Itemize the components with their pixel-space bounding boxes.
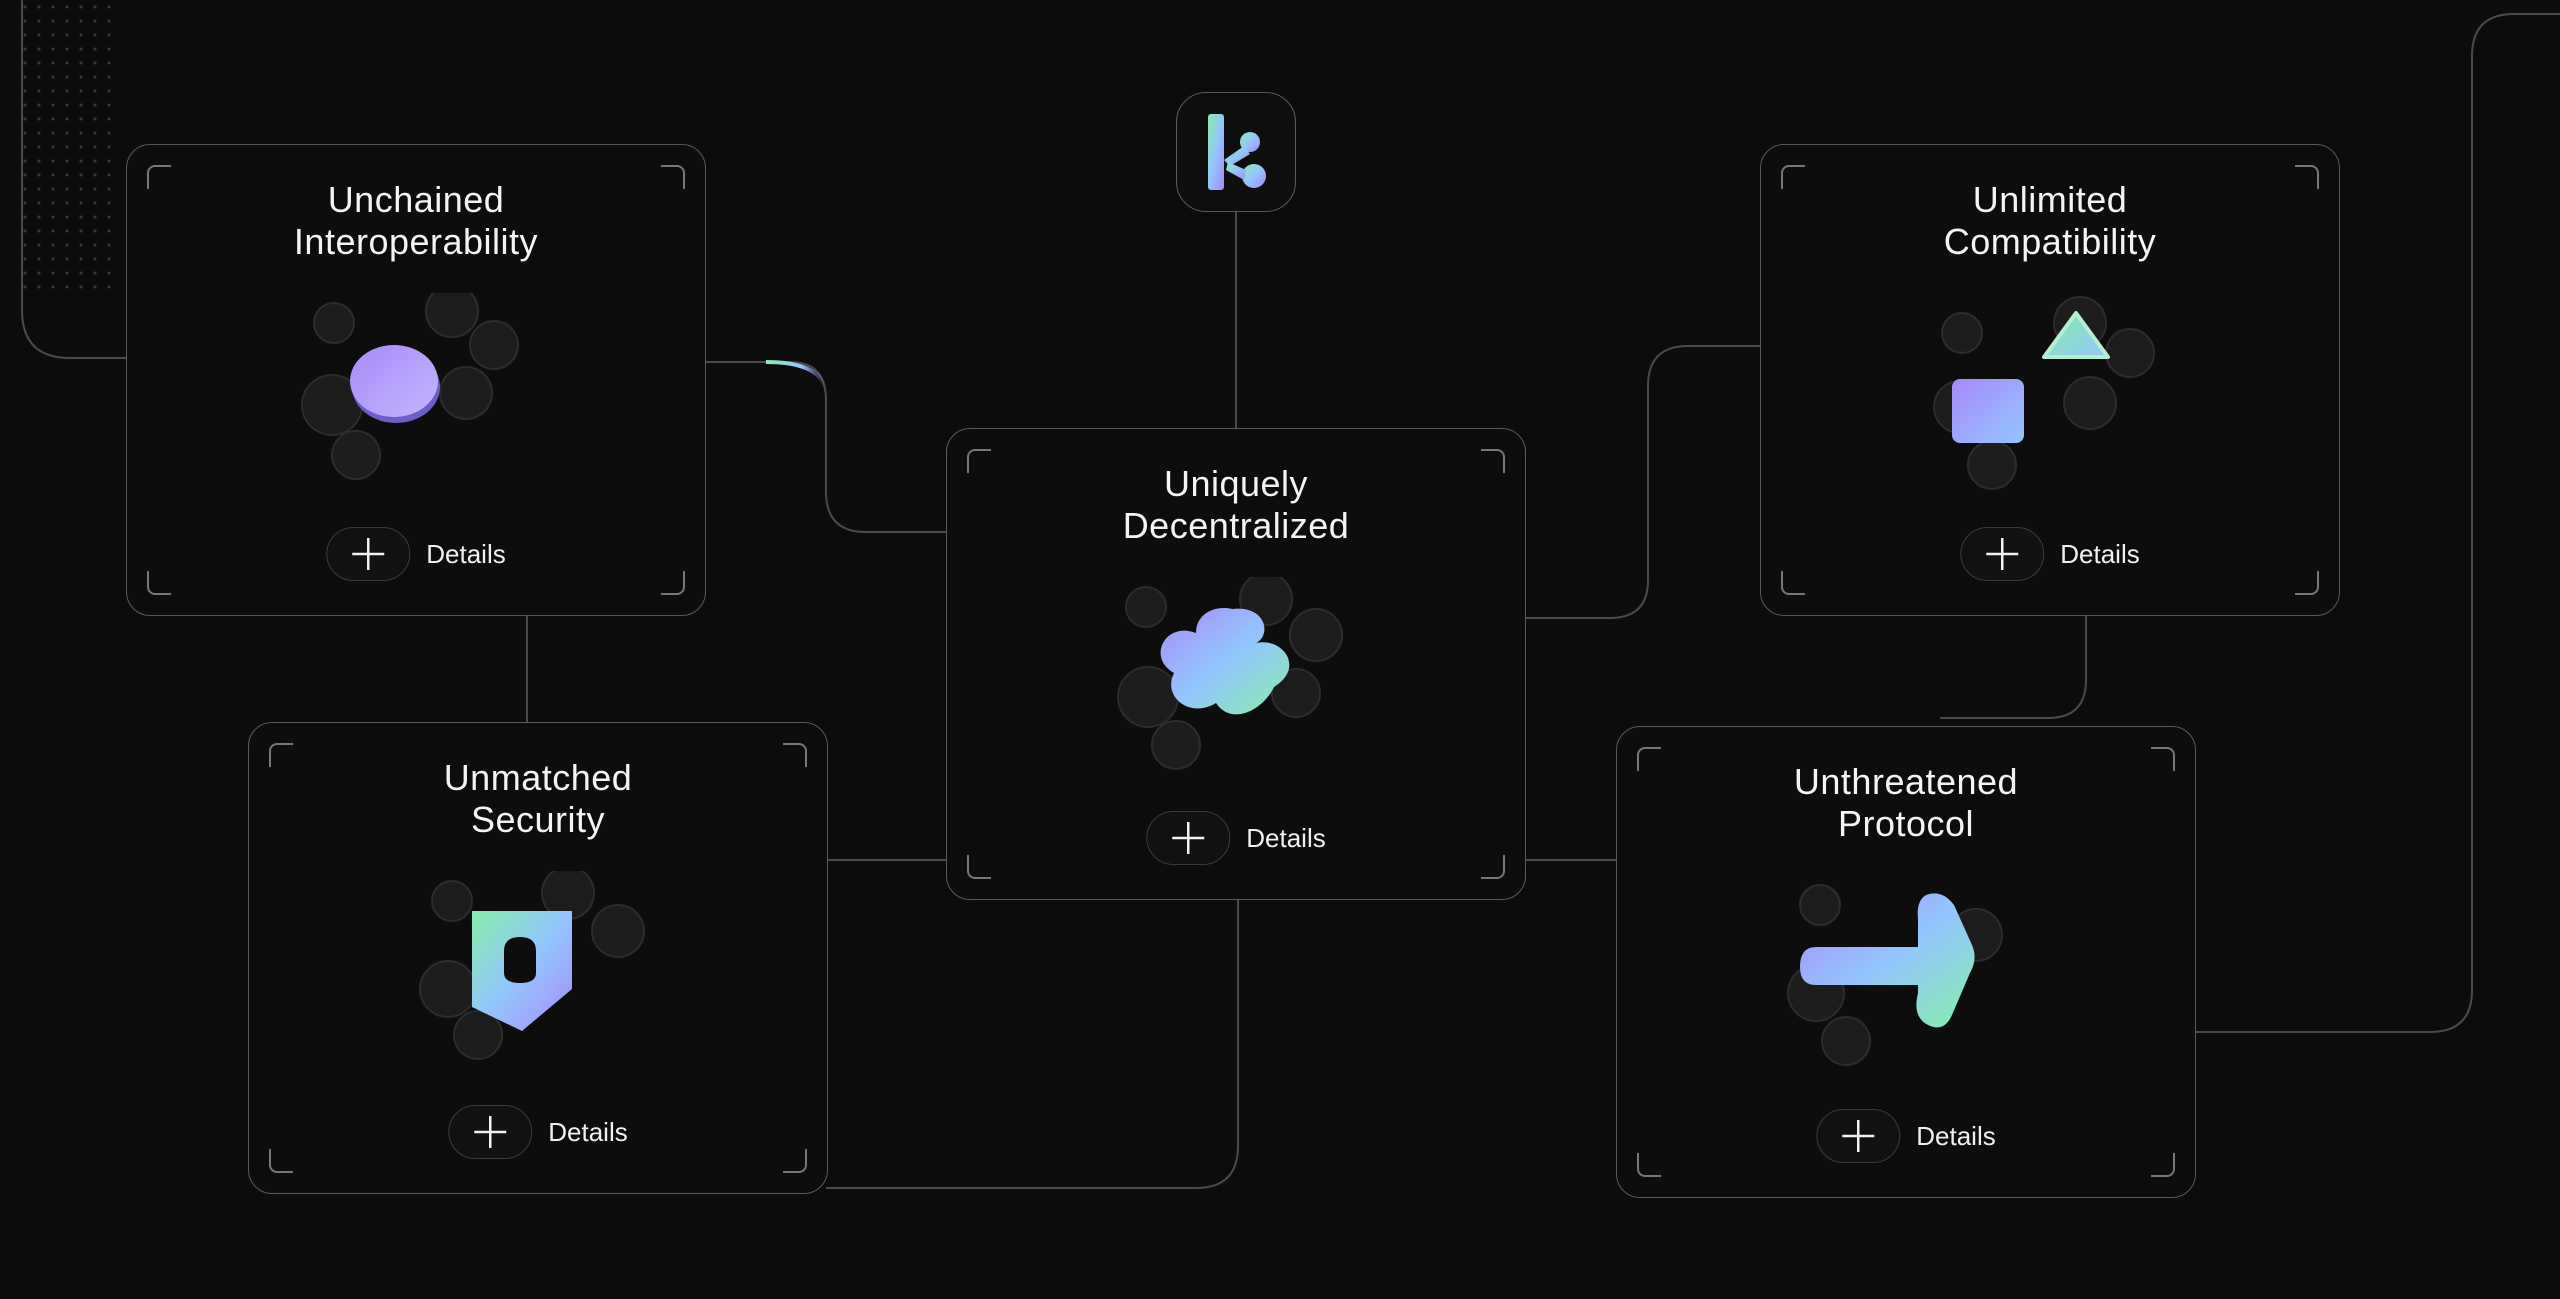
corner-bracket bbox=[1781, 571, 1805, 595]
corner-bracket bbox=[147, 165, 171, 189]
details-button[interactable]: Details bbox=[326, 527, 506, 581]
corner-bracket bbox=[783, 743, 807, 767]
details-label: Details bbox=[1916, 1120, 1996, 1151]
plus-icon bbox=[1816, 1109, 1901, 1163]
triangle-square-icon bbox=[1933, 296, 2155, 490]
corner-bracket bbox=[661, 165, 685, 189]
k-logo-icon bbox=[1208, 114, 1266, 190]
corner-bracket bbox=[1481, 449, 1505, 473]
details-button[interactable]: Details bbox=[1960, 527, 2140, 581]
dot-grid-decoration bbox=[18, 0, 118, 290]
card-title: Uniquely Decentralized bbox=[1122, 463, 1350, 546]
card-title: Unlimited Compatibility bbox=[1943, 179, 2157, 262]
shield-icon bbox=[419, 871, 645, 1060]
details-label: Details bbox=[548, 1116, 628, 1147]
corner-bracket bbox=[2295, 571, 2319, 595]
plus-icon bbox=[448, 1105, 533, 1159]
details-label: Details bbox=[426, 538, 506, 569]
clover-icon bbox=[1117, 577, 1343, 770]
corner-bracket bbox=[269, 1149, 293, 1173]
details-button[interactable]: Details bbox=[1816, 1109, 1996, 1163]
corner-bracket bbox=[1781, 165, 1805, 189]
corner-bracket bbox=[661, 571, 685, 595]
card-protocol: Unthreatened Protocol Details bbox=[1616, 726, 2196, 1198]
details-button[interactable]: Details bbox=[448, 1105, 628, 1159]
plus-icon bbox=[326, 527, 411, 581]
corner-bracket bbox=[783, 1149, 807, 1173]
card-interoperability: Unchained Interoperability Details bbox=[126, 144, 706, 616]
details-label: Details bbox=[1246, 822, 1326, 853]
disc-icon bbox=[301, 293, 519, 480]
corner-bracket bbox=[967, 855, 991, 879]
corner-bracket bbox=[269, 743, 293, 767]
corner-bracket bbox=[1481, 855, 1505, 879]
card-security: Unmatched Security Details bbox=[248, 722, 828, 1194]
plus-icon bbox=[1146, 811, 1231, 865]
corner-bracket bbox=[1637, 747, 1661, 771]
corner-bracket bbox=[2151, 747, 2175, 771]
plus-icon bbox=[1960, 527, 2045, 581]
corner-bracket bbox=[1637, 1153, 1661, 1177]
corner-bracket bbox=[2151, 1153, 2175, 1177]
card-title: Unchained Interoperability bbox=[293, 179, 539, 262]
arrow-icon bbox=[1787, 884, 2003, 1066]
logo[interactable] bbox=[1176, 92, 1296, 212]
details-button[interactable]: Details bbox=[1146, 811, 1326, 865]
card-title: Unthreatened Protocol bbox=[1793, 761, 2019, 844]
corner-bracket bbox=[147, 571, 171, 595]
card-compatibility: Unlimited Compatibility Details bbox=[1760, 144, 2340, 616]
details-label: Details bbox=[2060, 538, 2140, 569]
card-title: Unmatched Security bbox=[443, 757, 633, 840]
corner-bracket bbox=[967, 449, 991, 473]
card-decentralized: Uniquely Decentralized Details bbox=[946, 428, 1526, 900]
corner-bracket bbox=[2295, 165, 2319, 189]
